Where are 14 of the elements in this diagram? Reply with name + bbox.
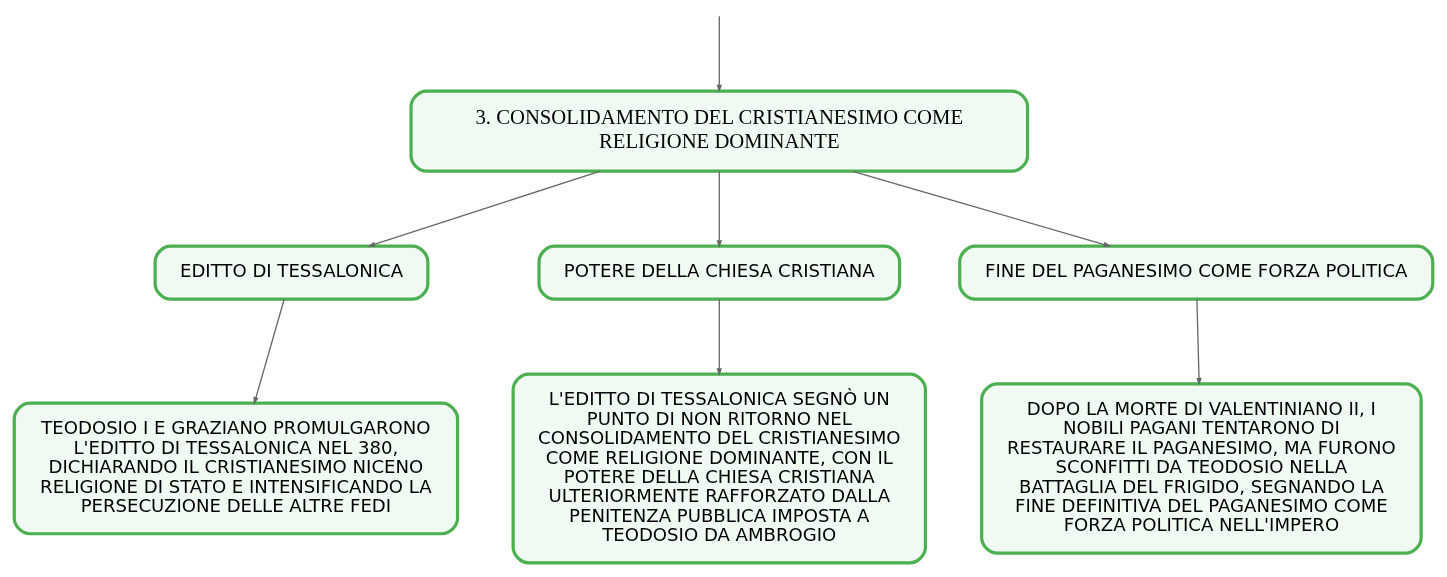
- node-box: L'EDITTO DI TESSALONICA SEGNÒ UN PUNTO DI NON RITORNO NEL CONSOLIDAMENTO DEL CRISTIANESIMO COME RELIGIONE DOMINANTE, CON IL POTERE DELLA CHIESA CRISTIANA ULTERIORMENTE RAFFORZATO DALLA PENITENZA PUBBLICA IMPOSTA A TEODOSIO DA AMBROGIO: [511, 372, 928, 564]
- arrow: [852, 170, 1112, 247]
- arrow: [1196, 298, 1202, 386]
- arrow: [716, 170, 722, 248]
- node-box: DOPO LA MORTE DI VALENTINIANO II, I NOBILI PAGANI TENTARONO DI RESTAURARE IL PAGANESIMO, MA FURONO SCONFITTI DA TEODOSIO NELLA BATTAGLIA DEL FRIGIDO, SEGNANDO LA FINE DEFINITIVA DEL PAGANESIMO COME FORZA POLITICA NELL'IMPERO: [980, 381, 1423, 555]
- arrow: [716, 15, 722, 92]
- arrow: [253, 298, 285, 405]
- arrow: [367, 170, 601, 247]
- arrow: [716, 298, 722, 376]
- node-box: 3. CONSOLIDAMENTO DEL CRISTIANESIMO COME RELIGIONE DOMINANTE: [409, 88, 1030, 173]
- node-box: FINE DEL PAGANESIMO COME FORZA POLITICA: [958, 244, 1435, 301]
- node-box: EDITTO DI TESSALONICA: [153, 244, 430, 301]
- node-box: POTERE DELLA CHIESA CRISTIANA: [537, 244, 902, 301]
- node-box: TEODOSIO I E GRAZIANO PROMULGARONO L'EDITTO DI TESSALONICA NEL 380, DICHIARANDO IL CRISTIANESIMO NICENO RELIGIONE DI STATO E INTENSIFICANDO LA PERSECUZIONE DELLE ALTRE FEDI: [12, 401, 460, 535]
